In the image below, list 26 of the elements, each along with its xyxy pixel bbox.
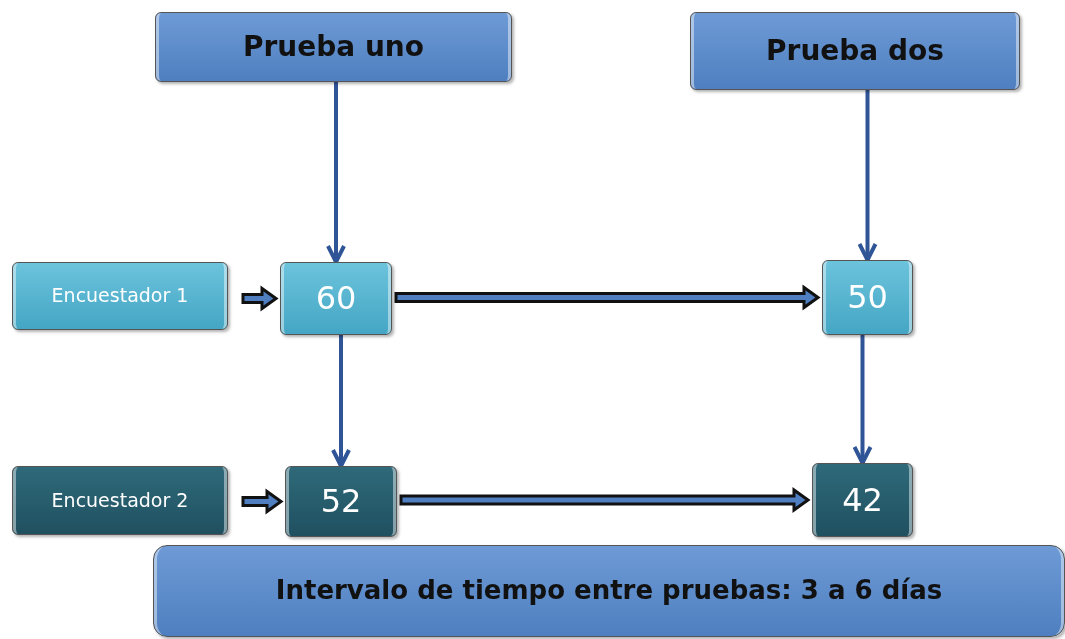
box-text: Prueba uno xyxy=(242,30,424,64)
box-text: Prueba dos xyxy=(766,34,944,68)
arrow xyxy=(852,335,873,465)
box-text: 50 xyxy=(847,279,888,316)
process-box xyxy=(155,12,512,82)
footer-band xyxy=(153,545,1065,637)
box-text: Intervalo de tiempo entre pruebas: 3 a 6 días xyxy=(275,576,943,606)
block-arrow xyxy=(399,487,811,513)
value-box xyxy=(822,260,913,335)
box-text: 52 xyxy=(320,483,362,520)
box-text: 42 xyxy=(842,481,883,519)
box-text: Encuestador 2 xyxy=(51,489,189,512)
value-box xyxy=(280,262,392,335)
block-arrow xyxy=(241,488,284,515)
block-arrow xyxy=(241,285,279,312)
value-box xyxy=(812,463,913,537)
value-box xyxy=(285,466,397,537)
arrow xyxy=(326,82,346,264)
box-text: 60 xyxy=(315,280,357,317)
block-arrow xyxy=(394,284,821,311)
arrow xyxy=(331,335,351,468)
box-text: Encuestador 1 xyxy=(51,285,189,307)
process-box xyxy=(690,12,1020,90)
label-box xyxy=(12,466,228,535)
arrow xyxy=(857,90,878,262)
label-box xyxy=(12,262,228,330)
